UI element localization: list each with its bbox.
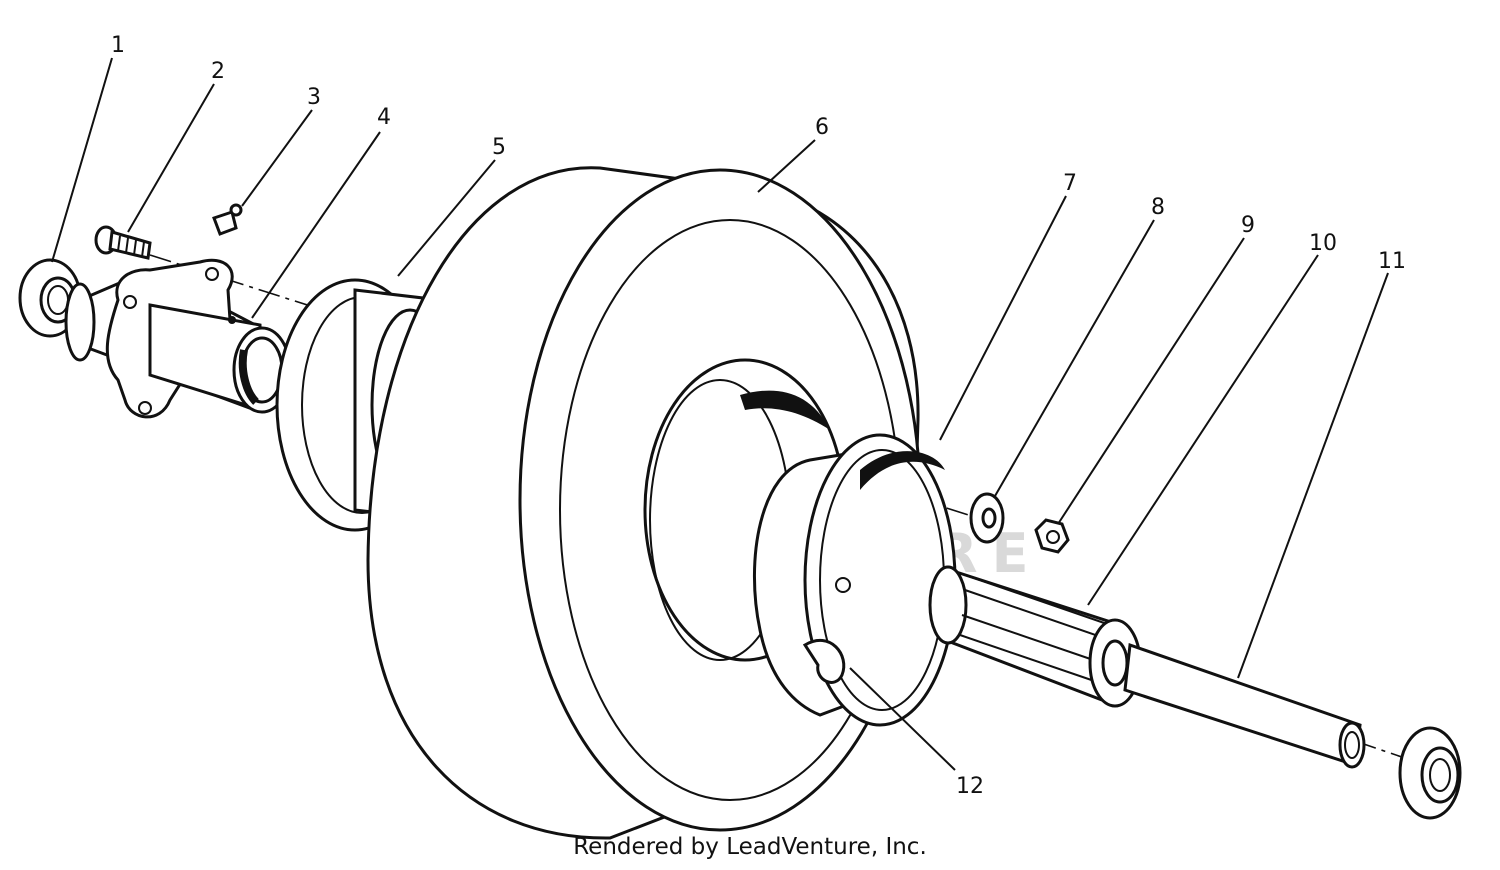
part-7-rim-half: [752, 433, 957, 727]
part-9-nut: [1034, 518, 1070, 554]
footer-credit: Rendered by LeadVenture, Inc.: [573, 834, 927, 860]
callout-11: 11: [1378, 249, 1406, 274]
callout-6: 6: [815, 115, 829, 140]
part-2-bolt: [94, 225, 152, 260]
part-4-hub: [64, 258, 292, 419]
callout-12: 12: [956, 774, 984, 799]
part-10-spacer: [928, 565, 1142, 708]
leader-lines: [51, 57, 1389, 771]
callout-7: 7: [1063, 171, 1077, 196]
part-8-washer: [969, 492, 1005, 544]
callout-2: 2: [211, 59, 225, 84]
callout-labels: 1 2 3 4 5 6 7 8 9 10 11 12: [111, 33, 1406, 799]
part-3-grease-fitting: [212, 203, 243, 236]
callout-3: 3: [307, 85, 321, 110]
part-11-bearing: [1398, 726, 1462, 820]
callout-10: 10: [1309, 231, 1337, 256]
callout-1: 1: [111, 33, 125, 58]
callout-5: 5: [492, 135, 506, 160]
callout-8: 8: [1151, 195, 1165, 220]
callout-4: 4: [377, 105, 391, 130]
callout-9: 9: [1241, 213, 1255, 238]
part-11-axle: [1123, 642, 1366, 769]
